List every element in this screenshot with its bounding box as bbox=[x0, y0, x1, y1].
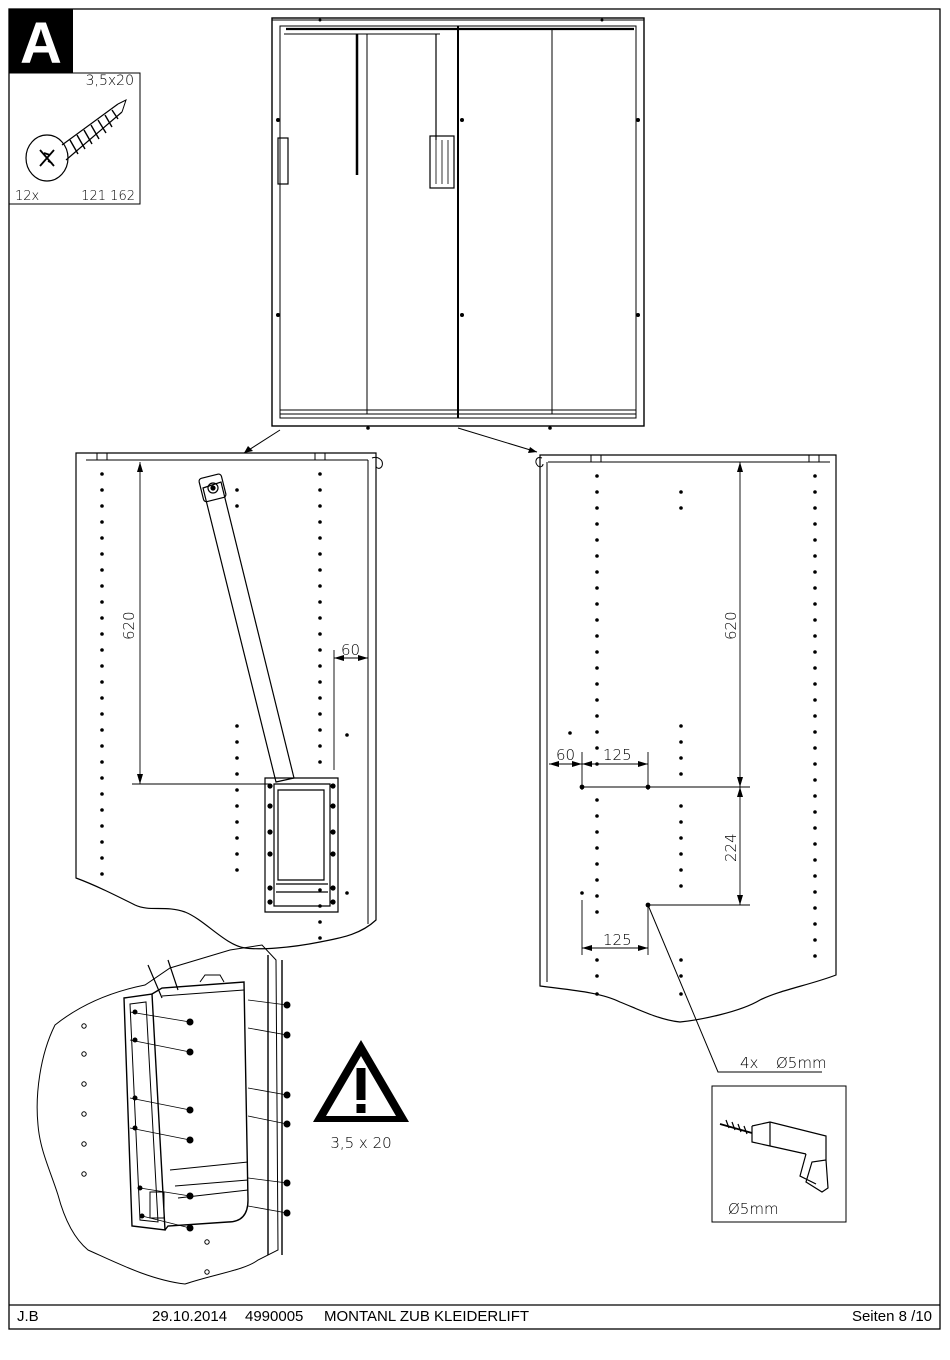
drill-bit-label: Ø5mm bbox=[728, 1200, 779, 1218]
right-dim-224-label: 224 bbox=[722, 833, 740, 862]
title-block: J.B 29.10.2014 4990005 MONTANL ZUB KLEID… bbox=[9, 1305, 940, 1329]
right-dim-125-bottom bbox=[581, 900, 649, 955]
screw-icon bbox=[25, 99, 127, 182]
article-number: 4990005 bbox=[245, 1308, 304, 1325]
right-dim-125-top bbox=[582, 752, 649, 790]
date-label: 29.10.2014 bbox=[152, 1308, 228, 1325]
drawing-title: MONTANL ZUB KLEIDERLIFT bbox=[324, 1308, 530, 1325]
right-side-panel bbox=[535, 454, 837, 1073]
page-indicator: Seiten 8 /10 bbox=[851, 1308, 932, 1325]
author-label: J.B bbox=[17, 1308, 39, 1325]
warning-label: 3,5 x 20 bbox=[330, 1134, 391, 1152]
screw-size-label: 3,5x20 bbox=[86, 73, 134, 89]
right-dim-620-label: 620 bbox=[722, 611, 740, 640]
drill-count-label: 4x bbox=[740, 1054, 759, 1072]
warning-icon bbox=[313, 1040, 409, 1122]
page-frame bbox=[8, 8, 941, 1330]
screw-qty-label: 12x bbox=[15, 189, 39, 204]
wardrobe-overview bbox=[243, 17, 645, 454]
step-badge: A bbox=[9, 9, 73, 76]
screw-parts-box: 3,5x20 12x 121 162 bbox=[8, 72, 141, 205]
right-dim-125-bottom-label: 125 bbox=[603, 931, 632, 949]
step-badge-letter: A bbox=[20, 11, 62, 76]
left-side-panel bbox=[75, 452, 383, 950]
right-dim-620 bbox=[582, 462, 750, 788]
bracket-zoom-detail bbox=[36, 944, 291, 1285]
screw-partno-label: 121 162 bbox=[81, 189, 135, 204]
right-dim-224 bbox=[648, 787, 750, 906]
right-dim-60 bbox=[549, 752, 583, 790]
left-dim-620 bbox=[132, 462, 270, 785]
left-dim-620-label: 620 bbox=[120, 611, 138, 640]
right-hole-rows bbox=[568, 474, 817, 996]
drill-icon bbox=[719, 1119, 829, 1193]
right-dim-125-top-label: 125 bbox=[603, 746, 632, 764]
right-dim-60-label: 60 bbox=[556, 746, 575, 764]
left-dim-60 bbox=[333, 650, 368, 770]
zoom-open-holes bbox=[81, 1023, 210, 1275]
drill-diameter-label: Ø5mm bbox=[776, 1054, 827, 1072]
drill-leader-line bbox=[647, 904, 822, 1073]
lift-arm bbox=[198, 473, 295, 783]
left-hole-rows bbox=[100, 472, 349, 940]
left-dim-60-label: 60 bbox=[341, 641, 360, 659]
drill-box: Ø5mm bbox=[711, 1085, 847, 1223]
lift-bracket bbox=[264, 777, 339, 913]
